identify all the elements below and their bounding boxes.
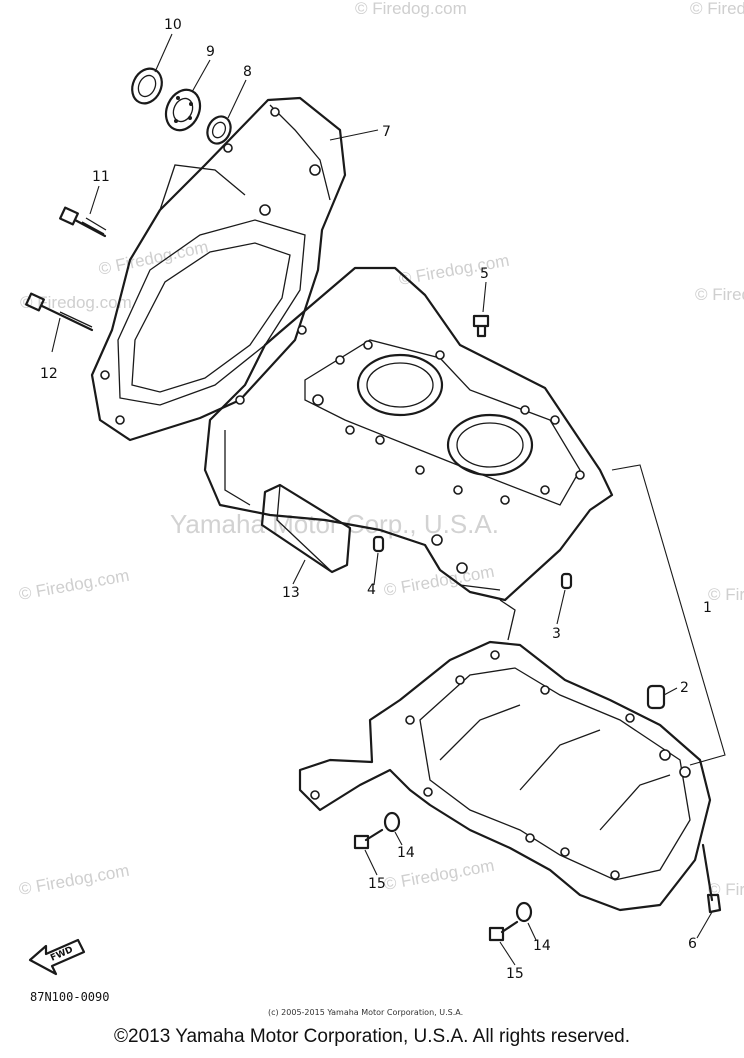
- watermark-firedog: © Firedog.com: [97, 237, 210, 279]
- callout-13: 13: [282, 585, 300, 601]
- callout-12: 12: [40, 366, 58, 382]
- part-dowel-pin: [560, 572, 573, 590]
- bracket-crankcase: [611, 464, 726, 766]
- callout-7: 7: [382, 124, 391, 140]
- callout-14: 14: [533, 938, 551, 954]
- part-pad: [260, 483, 352, 574]
- part-crankcase-cover: [90, 96, 347, 442]
- callout-10: 10: [164, 17, 182, 33]
- small-copyright: (c) 2005-2015 Yamaha Motor Corporation, …: [268, 1008, 463, 1017]
- watermark-firedog: © Firedog.com: [355, 0, 467, 18]
- diagram-code: 87N100-0090: [30, 990, 110, 1004]
- callout-8: 8: [243, 64, 252, 80]
- part-oil-seal: [131, 67, 163, 105]
- callout-15: 15: [506, 966, 524, 982]
- part-crankcase-upper: [203, 266, 614, 602]
- callout-15: 15: [368, 876, 386, 892]
- part-stud-bolt: [701, 843, 722, 914]
- part-washer: [515, 901, 533, 923]
- callout-2: 2: [680, 680, 689, 696]
- part-bearing: [164, 88, 202, 132]
- callout-1: 1: [703, 600, 712, 616]
- watermark-firedog: © Firedog.com: [397, 251, 510, 289]
- watermark-firedog: © Firedog.com: [695, 285, 744, 304]
- watermark-yamaha: Yamaha Motor Corp., U.S.A.: [170, 509, 499, 539]
- part-cover-bolt-long: [25, 292, 94, 332]
- part-collar: [206, 115, 232, 145]
- callout-11: 11: [92, 169, 110, 185]
- fwd-arrow-icon: FWD: [28, 938, 86, 976]
- callout-3: 3: [552, 626, 561, 642]
- watermark-firedog: © Firedog.com: [17, 566, 130, 604]
- part-cover-bolt-short: [59, 206, 107, 238]
- leader-lines: [51, 33, 713, 966]
- watermark-firedog: © Firedog.com: [708, 585, 744, 604]
- part-washer: [383, 811, 401, 833]
- watermark-firedog: © Firedog.com: [20, 293, 132, 312]
- callout-5: 5: [480, 266, 489, 282]
- part-bolt: [353, 828, 384, 850]
- watermark-layer: © Firedog.com © Firedog.com © Firedog.co…: [17, 0, 744, 899]
- watermark-firedog: © Firedog.com: [708, 880, 744, 899]
- callout-9: 9: [206, 44, 215, 60]
- part-dowel-pin: [372, 535, 385, 553]
- watermark-firedog: © Firedog.com: [17, 861, 130, 899]
- watermark-firedog: © Firedog.com: [382, 856, 495, 894]
- part-dowel: [646, 684, 666, 710]
- footer-copyright: ©2013 Yamaha Motor Corporation, U.S.A. A…: [114, 1026, 630, 1047]
- part-bolt: [488, 920, 519, 942]
- callout-labels: 1 2 3 4 5 6 7 8 9 10 11 12 13 14 14 15 1…: [40, 17, 712, 982]
- callout-14: 14: [397, 845, 415, 861]
- callout-6: 6: [688, 936, 697, 952]
- part-crankcase-lower: [298, 599, 712, 912]
- watermark-firedog: © Firedog.com: [690, 0, 744, 18]
- callout-4: 4: [367, 582, 376, 598]
- part-screw: [472, 314, 490, 338]
